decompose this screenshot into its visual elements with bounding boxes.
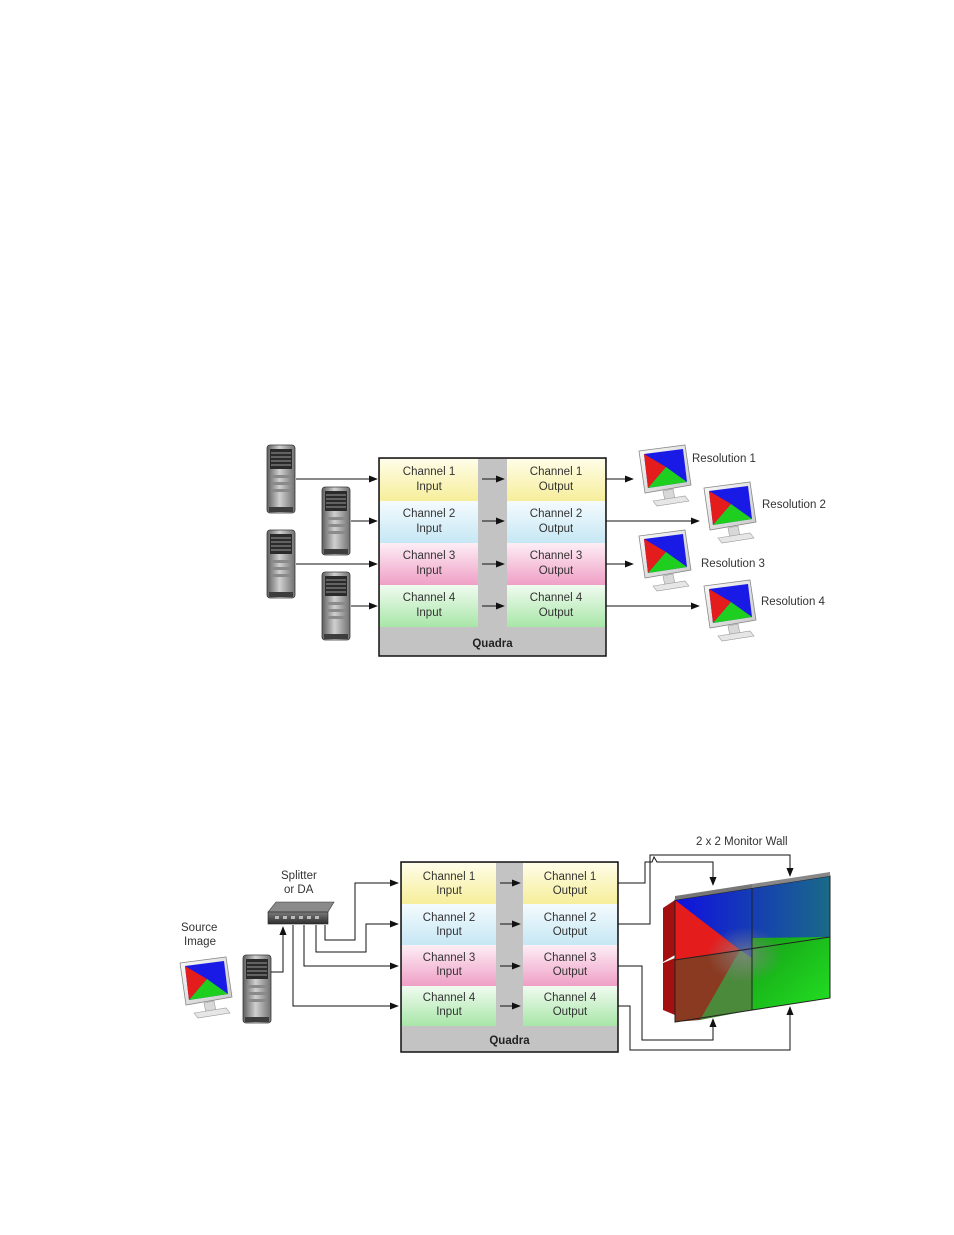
resolution-4-label: Resolution 4 xyxy=(761,596,826,608)
output-wire-1 xyxy=(618,855,717,886)
channel-4-output-cell xyxy=(507,585,605,627)
source-label-line1: Source xyxy=(181,922,217,934)
monitor-icon xyxy=(703,579,757,642)
channel-2-input-cell xyxy=(380,501,478,543)
channel-3-input-sub: Input xyxy=(436,966,462,978)
channel-4-bottom: Channel 4 Input Channel 4 Output xyxy=(402,986,617,1026)
output-wire-2 xyxy=(618,854,794,925)
channel-2-output-cell xyxy=(507,501,605,543)
channel-1-input-label: Channel 1 xyxy=(423,871,475,883)
channel-4-output-label: Channel 4 xyxy=(530,592,583,604)
channel-1-output-cell xyxy=(523,863,617,904)
splitter-label-line1: Splitter xyxy=(281,870,317,882)
channel-4-output-sub: Output xyxy=(553,1006,588,1018)
output-wire-4 xyxy=(618,1005,794,1051)
server-tower-icon xyxy=(266,444,296,514)
server-tower-icon xyxy=(321,571,351,641)
source-label-line2: Image xyxy=(184,936,216,948)
channel-3-output-cell xyxy=(523,945,617,986)
channel-2-bottom: Channel 2 Input Channel 2 Output xyxy=(402,904,617,945)
splitter-device xyxy=(267,901,335,925)
channel-1-input-sub: Input xyxy=(436,885,462,897)
channel-3-input-sub: Input xyxy=(416,565,442,577)
channel-2-top: Channel 2 Input Channel 2 Output xyxy=(380,501,605,543)
top-diagram: Quadra Channel 1 Input Channel 1 Output … xyxy=(266,444,826,657)
server-tower-icon xyxy=(266,529,296,599)
channel-3-bottom: Channel 3 Input Channel 3 Output xyxy=(402,945,617,986)
source-monitor-icon xyxy=(179,956,233,1019)
quadra-label-top: Quadra xyxy=(472,638,513,650)
channel-2-input-sub: Input xyxy=(416,523,442,535)
channel-3-output-label: Channel 3 xyxy=(544,952,596,964)
channel-2-output-cell xyxy=(523,904,617,945)
channel-3-output-sub: Output xyxy=(539,565,574,577)
channel-2-input-label: Channel 2 xyxy=(423,912,475,924)
channel-2-input-cell xyxy=(402,904,496,945)
channel-4-output-label: Channel 4 xyxy=(544,992,597,1004)
channel-4-output-cell xyxy=(523,986,617,1026)
channel-3-input-label: Channel 3 xyxy=(423,952,475,964)
channel-2-input-label: Channel 2 xyxy=(403,508,455,520)
splitter-to-channel-2 xyxy=(315,920,399,953)
channel-4-input-sub: Input xyxy=(436,1006,462,1018)
channel-1-output-sub: Output xyxy=(539,481,574,493)
channel-2-output-sub: Output xyxy=(539,523,574,535)
channel-2-input-sub: Input xyxy=(436,926,462,938)
channel-2-output-sub: Output xyxy=(553,926,588,938)
channel-2-output-label: Channel 2 xyxy=(544,912,596,924)
channel-1-input-cell xyxy=(380,459,478,501)
monitor-wall-label: 2 x 2 Monitor Wall xyxy=(696,836,788,848)
splitter-to-channel-4 xyxy=(292,925,399,1010)
channel-4-output-sub: Output xyxy=(539,607,574,619)
channel-3-input-label: Channel 3 xyxy=(403,550,455,562)
monitor-icon xyxy=(638,444,692,507)
channel-1-output-cell xyxy=(507,459,605,501)
channel-4-input-label: Channel 4 xyxy=(403,592,456,604)
channel-3-output-cell xyxy=(507,543,605,585)
source-to-splitter-wire xyxy=(271,926,287,973)
channel-3-top: Channel 3 Input Channel 3 Output xyxy=(380,543,605,585)
channel-1-output-label: Channel 1 xyxy=(530,466,582,478)
channel-1-input-cell xyxy=(402,863,496,904)
channel-3-output-label: Channel 3 xyxy=(530,550,582,562)
channel-3-input-cell xyxy=(402,945,496,986)
splitter-to-channel-3 xyxy=(303,925,399,970)
channel-1-bottom: Channel 1 Input Channel 1 Output xyxy=(402,863,617,904)
monitor-icon xyxy=(703,481,757,544)
channel-4-input-sub: Input xyxy=(416,607,442,619)
channel-4-input-cell xyxy=(402,986,496,1026)
splitter-label-line2: or DA xyxy=(284,884,314,896)
resolution-3-label: Resolution 3 xyxy=(701,558,765,570)
resolution-2-label: Resolution 2 xyxy=(762,499,826,511)
channel-4-input-cell xyxy=(380,585,478,627)
bottom-diagram: Quadra Channel 1 Input Channel 1 Output … xyxy=(179,836,831,1053)
resolution-1-label: Resolution 1 xyxy=(692,453,756,465)
channel-4-input-label: Channel 4 xyxy=(423,992,476,1004)
channel-2-output-label: Channel 2 xyxy=(530,508,582,520)
quadra-label-bottom: Quadra xyxy=(489,1035,530,1047)
monitor-wall xyxy=(663,872,831,1023)
output-wire-3 xyxy=(618,965,717,1041)
channel-3-input-cell xyxy=(380,543,478,585)
channel-4-top: Channel 4 Input Channel 4 Output xyxy=(380,585,605,627)
channel-1-input-sub: Input xyxy=(416,481,442,493)
channel-1-output-sub: Output xyxy=(553,885,588,897)
channel-1-output-label: Channel 1 xyxy=(544,871,596,883)
monitor-icon xyxy=(638,529,692,592)
channel-3-output-sub: Output xyxy=(553,966,588,978)
server-tower-icon xyxy=(242,954,272,1024)
server-tower-icon xyxy=(321,486,351,556)
channel-1-input-label: Channel 1 xyxy=(403,466,455,478)
splitter-to-channel-1 xyxy=(324,879,399,941)
channel-1-top: Channel 1 Input Channel 1 Output xyxy=(380,459,605,501)
